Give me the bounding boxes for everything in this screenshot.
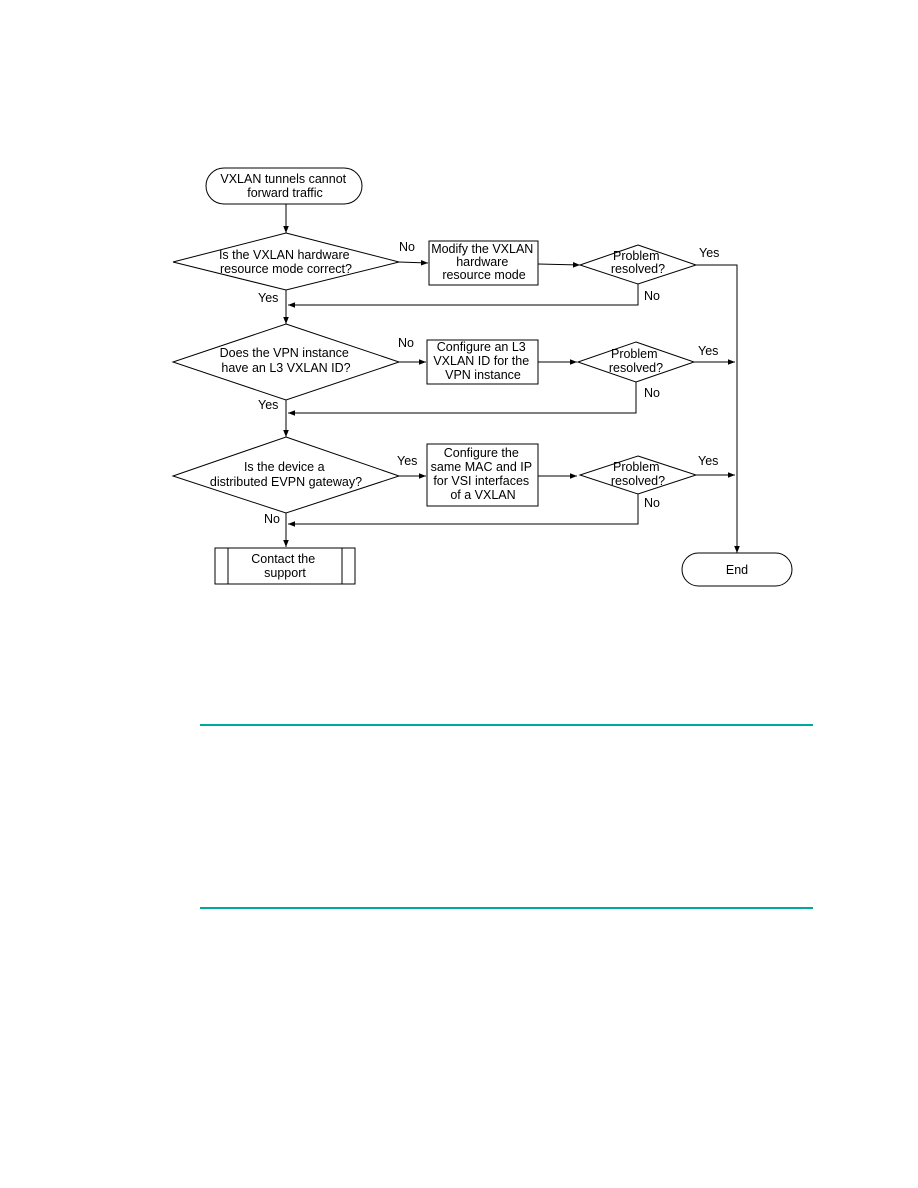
decision-hardware-mode-label: Is the VXLAN hardware resource mode corr… [219,248,353,276]
edge-res1-no [288,284,639,308]
node-start: VXLAN tunnels cannot forward traffic [205,167,363,205]
decision-resolved-2: Problem resolved? [576,341,696,383]
edge-labels: No Yes Yes No No Yes Yes No Yes No Yes N… [258,240,719,526]
edge-res1-yes [696,264,740,553]
action-configure-l3-vxlan-id-label: Configure an L3 VXLAN ID for the VPN ins… [433,340,532,382]
label-res2-yes: Yes [698,344,718,358]
decision-resolved-2-label: Problem resolved? [609,347,663,375]
label-res3-yes: Yes [698,454,718,468]
node-contact-support: Contact the support [214,547,356,585]
decision-l3-vxlan-id: Does the VPN instance have an L3 VXLAN I… [171,323,401,401]
flowchart-edges [283,204,740,553]
decision-distributed-gateway-label: Is the device a distributed EVPN gateway… [210,460,362,489]
decision-resolved-1-label: Problem resolved? [611,249,665,276]
label-q2-no: No [398,336,414,350]
label-q3-yes: Yes [397,454,417,468]
label-res1-yes: Yes [699,246,719,260]
edge-res2-no [288,382,637,416]
label-res1-no: No [644,289,660,303]
node-start-label: VXLAN tunnels cannot forward traffic [220,172,349,200]
note-top-rule [200,724,813,726]
action-modify-hardware-mode: Modify the VXLAN hardware resource mode [428,240,539,286]
note-bottom-rule [200,907,813,909]
node-contact-support-label: Contact the support [251,552,318,580]
label-q3-no: No [264,512,280,526]
label-q1-yes: Yes [258,291,278,305]
label-res3-no: No [644,496,660,510]
decision-resolved-1: Problem resolved? [578,244,698,285]
decision-hardware-mode: Is the VXLAN hardware resource mode corr… [172,232,400,291]
label-q2-yes: Yes [258,398,278,412]
edge-q1-no [398,259,429,266]
action-configure-l3-vxlan-id: Configure an L3 VXLAN ID for the VPN ins… [426,339,539,385]
action-modify-hardware-mode-label: Modify the VXLAN hardware resource mode [431,242,537,282]
node-end: End [681,552,793,587]
decision-resolved-3: Problem resolved? [578,455,698,495]
label-res2-no: No [644,386,660,400]
action-configure-mac-ip: Configure the same MAC and IP for VSI in… [426,443,539,507]
edge-res3-no [288,494,639,527]
node-end-label: End [726,563,748,577]
decision-resolved-3-label: Problem resolved? [611,460,665,488]
decision-l3-vxlan-id-label: Does the VPN instance have an L3 VXLAN I… [220,346,353,375]
decision-distributed-gateway: Is the device a distributed EVPN gateway… [171,436,401,514]
action-configure-mac-ip-label: Configure the same MAC and IP for VSI in… [431,446,536,502]
edge-act1-to-res1 [537,262,581,268]
label-q1-no: No [399,240,415,254]
